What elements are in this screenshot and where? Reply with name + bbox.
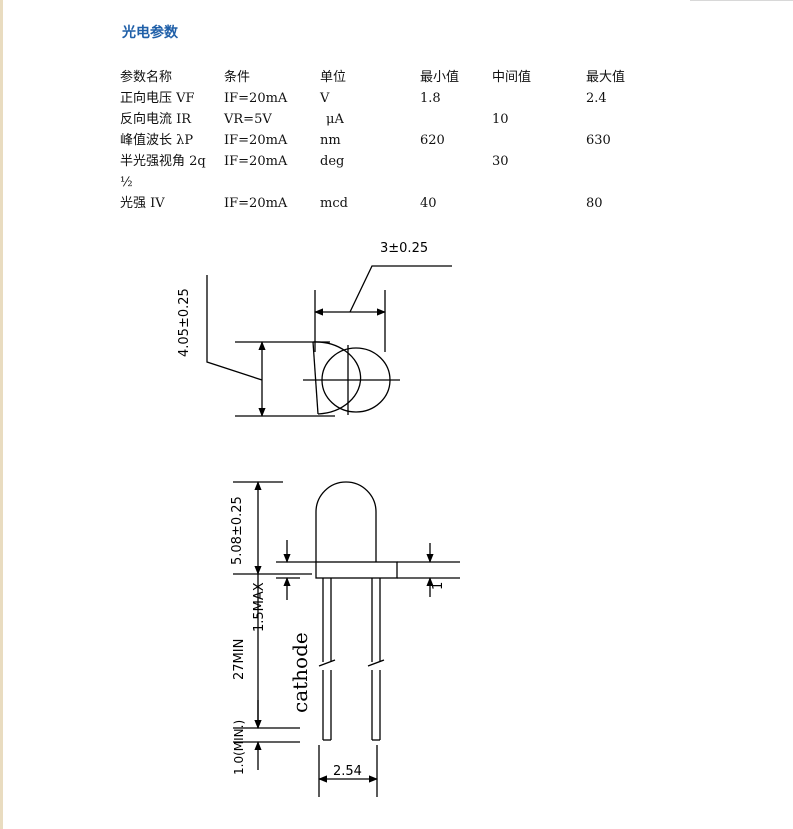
- cell: 80: [586, 196, 603, 211]
- dim-lead-length-label: 27MIN: [232, 639, 247, 680]
- cell: 620: [420, 133, 445, 148]
- cell: 光强 IV: [120, 196, 165, 211]
- header-min: 最小值: [420, 70, 460, 85]
- dim-height-label: 4.05±0.25: [177, 288, 192, 357]
- cell: IF=20mA: [224, 154, 288, 169]
- cell: mcd: [320, 196, 348, 211]
- cell: 半光强视角 2q: [120, 154, 206, 169]
- cell: VR=5V: [224, 112, 272, 127]
- cathode-label: cathode: [288, 632, 312, 713]
- side-view: [233, 481, 460, 797]
- dim-dome-height-label: 5.08±0.25: [230, 496, 245, 565]
- header-unit: 单位: [320, 70, 347, 85]
- header-condition: 条件: [224, 70, 251, 85]
- cell: 10: [492, 112, 509, 127]
- table-row: 反向电流 IR VR=5V μA 10: [120, 109, 646, 130]
- section-title: 光电参数: [122, 25, 178, 41]
- cell: IF=20mA: [224, 91, 288, 106]
- top-rule: [690, 0, 793, 1]
- table-row: 半光强视角 2q IF=20mA deg 30: [120, 151, 646, 172]
- cell: 630: [586, 133, 611, 148]
- parameters-table: 参数名称 条件 单位 最小值 中间值 最大值 正向电压 VF IF=20mA V…: [120, 67, 646, 214]
- cell: 正向电压 VF: [120, 91, 195, 106]
- cell: 2.4: [586, 91, 607, 106]
- table-row: 光强 IV IF=20mA mcd 40 80: [120, 193, 646, 214]
- cell: deg: [320, 154, 345, 169]
- table-header-row: 参数名称 条件 单位 最小值 中间值 最大值: [120, 67, 646, 88]
- header-max: 最大值: [586, 70, 626, 85]
- cell: 峰值波长 λP: [120, 133, 194, 148]
- dim-flange-thickness-label: 1: [431, 582, 446, 590]
- cell: 1.8: [420, 91, 441, 106]
- cell: IF=20mA: [224, 196, 288, 211]
- dim-flange-label: 1.5MAX: [252, 582, 267, 632]
- dim-pitch-label: 2.54: [333, 764, 362, 779]
- cell: 40: [420, 196, 437, 211]
- top-view: [206, 265, 452, 417]
- dim-width-label: 3±0.25: [380, 241, 428, 256]
- table-row: 峰值波长 λP IF=20mA nm 620 630: [120, 130, 646, 151]
- header-typ: 中间值: [492, 70, 532, 85]
- cell: IF=20mA: [224, 133, 288, 148]
- page-left-border: [0, 0, 3, 829]
- cell: μA: [326, 112, 344, 127]
- cell: nm: [320, 133, 341, 148]
- table-row: 正向电压 VF IF=20mA V 1.8 2.4: [120, 88, 646, 109]
- header-param-name: 参数名称: [120, 70, 173, 85]
- cell: V: [320, 91, 330, 106]
- dim-lead-gap-label: 1.0(MIN.): [232, 720, 246, 775]
- cell: 30: [492, 154, 509, 169]
- table-row: ½: [120, 172, 646, 193]
- cell: 反向电流 IR: [120, 112, 192, 127]
- cell: ½: [120, 175, 133, 190]
